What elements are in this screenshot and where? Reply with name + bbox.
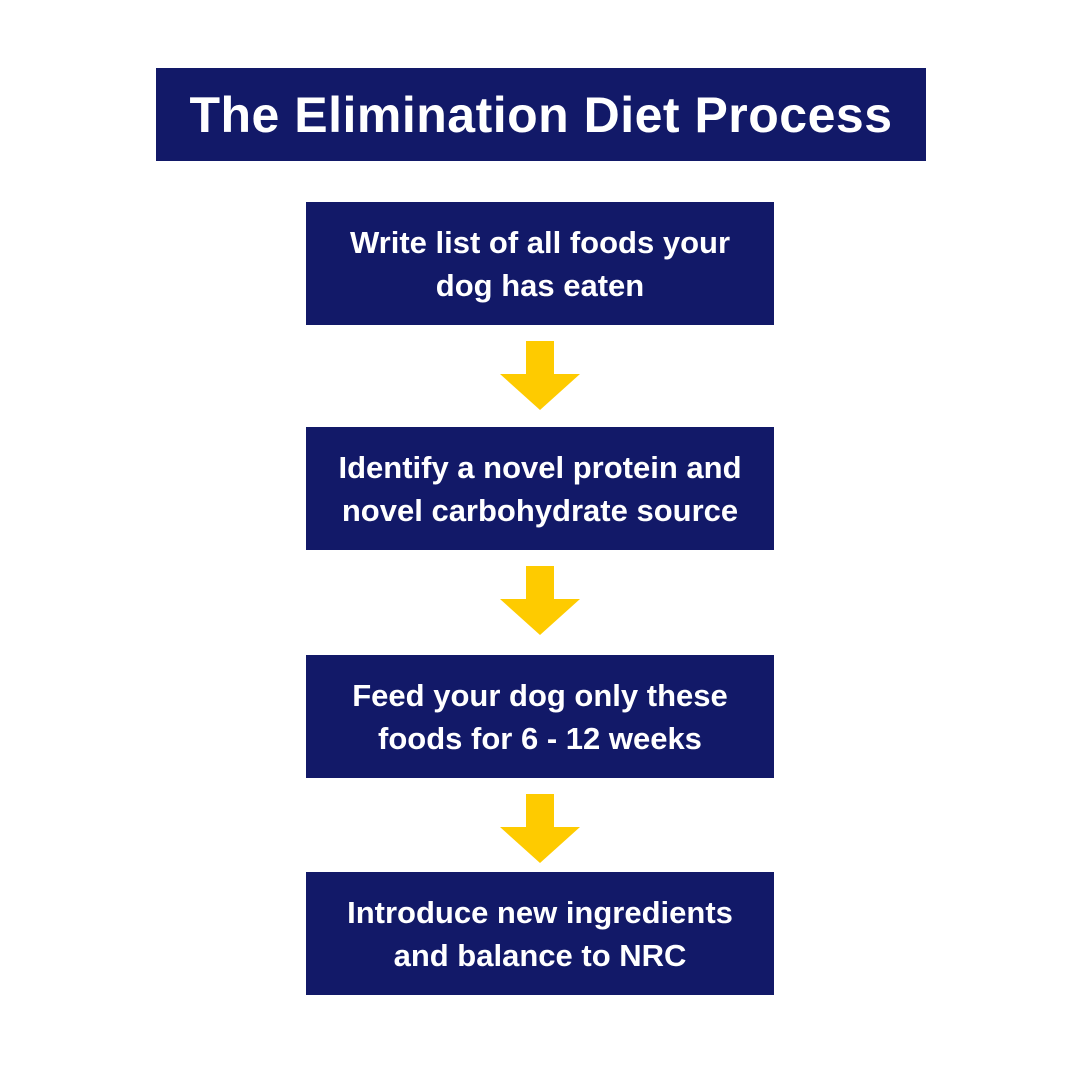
down-arrow-icon [500, 341, 580, 410]
step-3-text-line-2: foods for 6 - 12 weeks [378, 720, 702, 756]
step-2-text-line-1: Identify a novel protein and [338, 449, 742, 485]
down-arrow-icon [500, 566, 580, 635]
step-box-3: Feed your dog only these foods for 6 - 1… [306, 655, 774, 778]
step-1-text-line-2: dog has eaten [435, 267, 645, 303]
arrow-head [500, 599, 580, 635]
step-4-text-line-1: Introduce new ingredients [347, 894, 733, 930]
down-arrow-icon [500, 794, 580, 863]
arrow-stem [526, 794, 554, 827]
arrow-stem [526, 566, 554, 599]
page-title: The Elimination Diet Process [189, 86, 893, 143]
step-3-text-line-1: Feed your dog only these [352, 677, 728, 713]
arrow-head [500, 374, 580, 410]
step-box-2: Identify a novel protein and novel carbo… [306, 427, 774, 550]
step-1-text-line-1: Write list of all foods your [349, 224, 731, 260]
step-box-4: Introduce new ingredients and balance to… [306, 872, 774, 995]
title-banner: The Elimination Diet Process [156, 68, 926, 161]
arrow-head [500, 827, 580, 863]
step-box-1: Write list of all foods your dog has eat… [306, 202, 774, 325]
step-4-text-line-2: and balance to NRC [393, 937, 687, 973]
arrow-stem [526, 341, 554, 374]
step-2-text-line-2: novel carbohydrate source [341, 492, 739, 528]
